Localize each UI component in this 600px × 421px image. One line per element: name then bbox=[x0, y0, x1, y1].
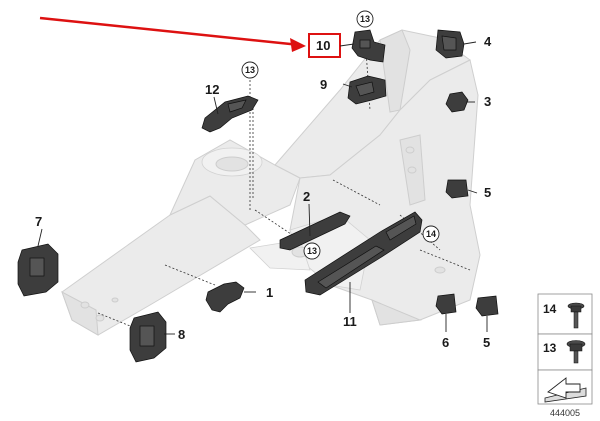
callout-12: 12 bbox=[205, 82, 219, 97]
callout-13-left: 13 bbox=[245, 65, 255, 75]
bolt-13-icon bbox=[566, 340, 586, 364]
circled-callout-13-middle: 13 bbox=[303, 242, 321, 260]
callout-13-middle: 13 bbox=[307, 246, 317, 256]
bracket-part-4[interactable] bbox=[435, 29, 465, 59]
callout-3: 3 bbox=[484, 94, 491, 109]
plate-part-8[interactable] bbox=[129, 311, 167, 363]
callout-9: 9 bbox=[320, 77, 327, 92]
nut-part-3[interactable] bbox=[445, 91, 469, 113]
bracket-part-10[interactable] bbox=[351, 29, 386, 63]
fastener-legend: 14 13 bbox=[537, 293, 593, 405]
clip-part-6[interactable] bbox=[435, 293, 457, 315]
callout-2: 2 bbox=[303, 189, 310, 204]
callout-7: 7 bbox=[35, 214, 42, 229]
clip-part-5-upper[interactable] bbox=[445, 179, 469, 199]
callout-5-lower: 5 bbox=[483, 335, 490, 350]
rail-part-11[interactable] bbox=[304, 211, 423, 296]
callout-6: 6 bbox=[442, 335, 449, 350]
legend-13-label: 13 bbox=[543, 341, 557, 355]
circled-callout-13-top: 13 bbox=[356, 10, 374, 28]
bracket-part-1[interactable] bbox=[205, 281, 245, 313]
bracket-part-12[interactable] bbox=[201, 95, 259, 133]
bracket-part-9[interactable] bbox=[347, 75, 387, 105]
callout-5-upper: 5 bbox=[484, 185, 491, 200]
reinforcement-part-2[interactable] bbox=[279, 211, 351, 251]
diagram-id: 444005 bbox=[550, 408, 580, 418]
circled-callout-14: 14 bbox=[422, 225, 440, 243]
callout-4: 4 bbox=[484, 34, 492, 49]
shim-wedge-icon bbox=[544, 377, 587, 403]
callout-1: 1 bbox=[266, 285, 273, 300]
plate-part-7[interactable] bbox=[17, 243, 59, 297]
callout-labels: 1 2 3 4 5 5 6 7 8 9 11 12 bbox=[35, 34, 492, 350]
bolt-14-icon bbox=[567, 302, 585, 329]
clip-part-5-lower[interactable] bbox=[475, 295, 499, 317]
callout-10-highlight[interactable]: 10 bbox=[308, 33, 355, 58]
circled-callout-13-left: 13 bbox=[241, 61, 259, 79]
callout-11: 11 bbox=[343, 314, 357, 329]
callout-13-top: 13 bbox=[360, 14, 370, 24]
legend-14-label: 14 bbox=[543, 302, 557, 316]
callout-8: 8 bbox=[178, 327, 185, 342]
callout-14: 14 bbox=[426, 229, 436, 239]
callout-10: 10 bbox=[316, 38, 330, 53]
leader-lines bbox=[37, 41, 488, 335]
red-arrow-icon bbox=[39, 16, 306, 52]
